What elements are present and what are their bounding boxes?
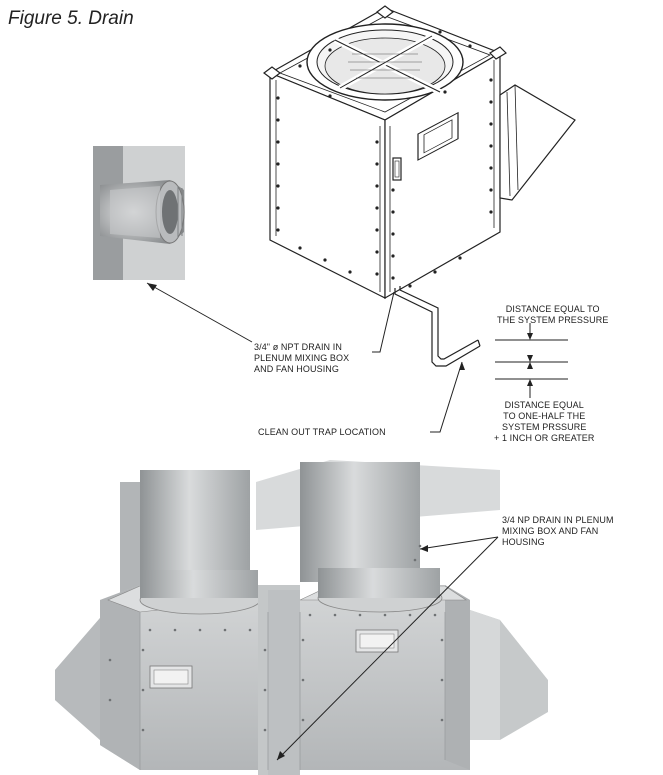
distance-top-label: DISTANCE EQUAL TO THE SYSTEM PRESSURE [497,304,609,325]
dimension-lines [495,323,568,398]
trap-callout-label: CLEAN OUT TRAP LOCATION [258,427,386,437]
drain-callout-label: 3/4" ø NPT DRAIN IN PLENUM MIXING BOX AN… [254,342,350,374]
plenum-box-drawing [263,5,576,300]
drain-callout-leader [372,291,395,353]
trap-callout-leader [430,361,463,433]
drain-pipe-trap [394,286,481,367]
dimension-arrows [527,333,533,386]
bottom-arrowhead-lower [277,751,285,760]
inset-leader-arrow [146,282,253,343]
distance-bottom-label: DISTANCE EQUAL TO ONE-HALF THE SYSTEM PR… [494,400,595,443]
trap-arrowhead [459,362,465,370]
plenum-units-rendering [55,460,548,775]
rivets [276,30,493,288]
bottom-drain-callout-label: 3/4 NP DRAIN IN PLENUM MIXING BOX AND FA… [502,515,614,547]
bottom-arrowhead-upper [420,545,428,552]
drain-fitting-inset [93,146,185,280]
bottom-callout-leaders [276,536,499,761]
figure-title: Figure 5. Drain [8,8,134,29]
